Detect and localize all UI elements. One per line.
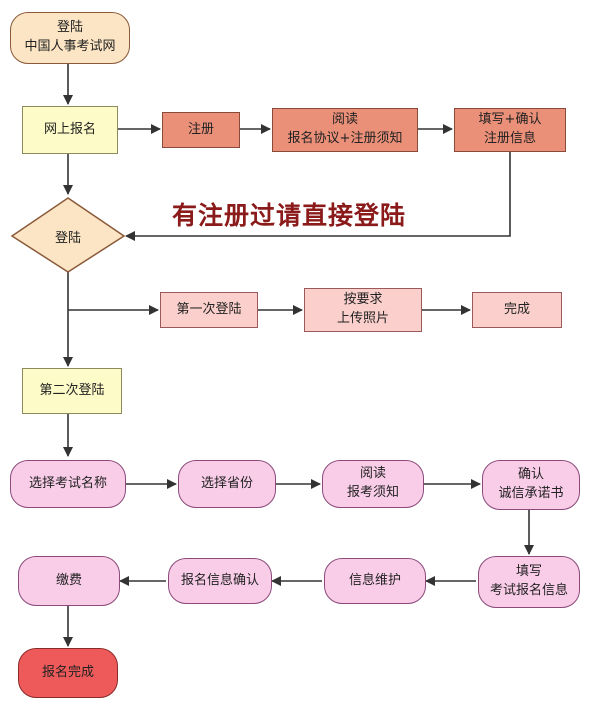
login-decision-diamond xyxy=(10,197,126,273)
first-login-node: 第一次登陆 xyxy=(160,292,258,328)
select-province-node: 选择省份 xyxy=(178,460,276,508)
select-exam-node: 选择考试名称 xyxy=(10,460,126,508)
maintain-info-node: 信息维护 xyxy=(324,558,426,604)
registered-login-note: 有注册过请直接登陆 xyxy=(172,201,407,230)
done-node: 完成 xyxy=(472,292,562,328)
confirm-signup-info-node: 报名信息确认 xyxy=(168,558,272,604)
confirm-integrity-node: 确认 诚信承诺书 xyxy=(482,460,580,510)
start-login-node: 登陆 中国人事考试网 xyxy=(10,12,130,64)
second-login-node: 第二次登陆 xyxy=(22,368,122,414)
online-signup-node: 网上报名 xyxy=(22,106,118,154)
read-agreement-node: 阅读 报名协议+注册须知 xyxy=(272,108,418,152)
fill-confirm-registration-node: 填写+确认 注册信息 xyxy=(454,108,566,152)
arrow-fill-to-login xyxy=(125,152,511,241)
pay-fee-node: 缴费 xyxy=(18,556,120,606)
signup-complete-node: 报名完成 xyxy=(18,648,118,698)
read-exam-notice-node: 阅读 报考须知 xyxy=(322,460,424,508)
fill-exam-info-node: 填写 考试报名信息 xyxy=(478,556,580,608)
upload-photo-node: 按要求 上传照片 xyxy=(304,288,422,332)
login-decision-label: 登陆 xyxy=(54,230,81,246)
register-node: 注册 xyxy=(162,112,240,148)
